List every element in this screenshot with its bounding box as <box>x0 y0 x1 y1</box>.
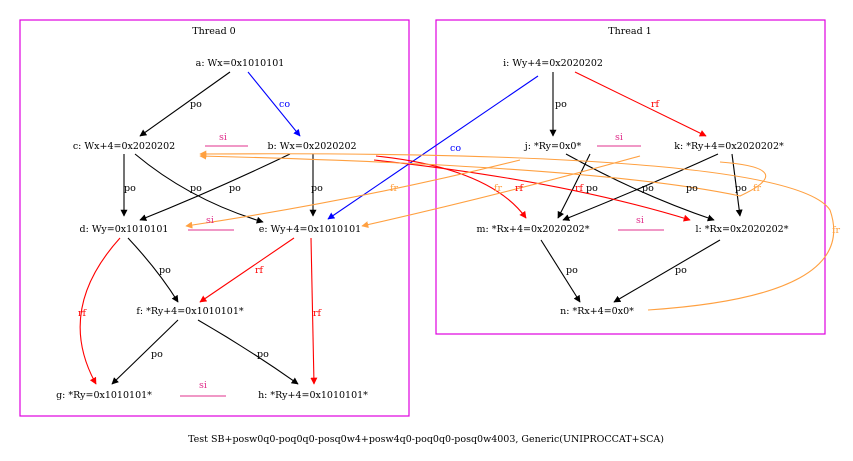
label-po-c-d: po <box>124 183 136 194</box>
thread-1-cluster: Thread 1 <box>435 19 826 335</box>
label-rf-c-l: rf <box>575 183 585 194</box>
edge-co-a-b <box>247 71 301 137</box>
edge-labels: po co si po po po po si po rf rf rf po p… <box>78 99 841 391</box>
edge-po-f-g <box>111 319 179 385</box>
label-po-j-m: po <box>586 183 598 194</box>
node-i: i: Wy+4=0x2020202 <box>503 58 603 69</box>
node-n: n: *Rx+4=0x0* <box>560 306 634 317</box>
label-si-g-h: si <box>199 380 207 391</box>
node-e: e: Wy+4=0x1010101 <box>259 224 361 235</box>
label-po-f-g: po <box>151 349 163 360</box>
edge-fr-l-c <box>199 152 767 197</box>
edge-po-j-l <box>565 153 715 222</box>
label-po-f-h: po <box>257 349 269 360</box>
label-rf-d-g: rf <box>78 308 88 319</box>
label-po-a-c: po <box>190 99 202 110</box>
node-d: d: Wy=0x1010101 <box>80 224 169 235</box>
thread-1-title: Thread 1 <box>608 26 651 37</box>
label-po-k-m: po <box>686 183 698 194</box>
label-rf-e-h: rf <box>313 308 323 319</box>
edge-po-m-n <box>540 239 581 303</box>
node-k: k: *Ry+4=0x2020202* <box>674 141 784 152</box>
fr-edges <box>185 150 835 311</box>
edge-fr-n-c <box>199 150 835 311</box>
edge-po-k-m <box>562 153 719 221</box>
edge-po-d-f <box>127 237 179 303</box>
label-rf-b-m: rf <box>515 183 525 194</box>
label-si-c-b: si <box>219 132 227 143</box>
thread-0-cluster: Thread 0 <box>19 19 410 417</box>
node-b: b: Wx=0x2020202 <box>267 141 356 152</box>
edge-rf-e-h <box>310 237 318 385</box>
edge-rf-i-k <box>574 71 707 137</box>
label-si-d-e: si <box>206 215 214 226</box>
label-rf-i-k: rf <box>651 99 661 110</box>
label-po-i-j: po <box>555 99 567 110</box>
label-fr-j-d: fr <box>390 183 399 194</box>
node-f: f: *Ry+4=0x1010101* <box>136 306 244 317</box>
label-si-m-l: si <box>636 215 644 226</box>
diagram-caption: Test SB+posw0q0-poq0q0-posq0w4+posw4q0-p… <box>188 434 664 445</box>
label-po-k-l: po <box>735 183 747 194</box>
si-markers <box>180 145 664 397</box>
label-po-m-n: po <box>566 265 578 276</box>
label-po-c-e: po <box>190 183 202 194</box>
thread-0-title: Thread 0 <box>192 26 235 37</box>
node-c: c: Wx+4=0x2020202 <box>73 141 175 152</box>
label-co-a-b: co <box>279 99 290 110</box>
edge-po-j-m <box>557 153 591 219</box>
label-fr-k-e: fr <box>494 183 503 194</box>
edge-po-f-h <box>197 319 299 385</box>
label-po-b-e: po <box>311 183 323 194</box>
edge-rf-d-g <box>79 237 121 385</box>
label-rf-e-f: rf <box>255 265 265 276</box>
edge-po-b-d <box>139 153 291 221</box>
nodes: a: Wx=0x1010101 c: Wx+4=0x2020202 b: Wx=… <box>56 58 789 401</box>
label-po-d-f: po <box>159 265 171 276</box>
node-g: g: *Ry=0x1010101* <box>56 390 152 401</box>
label-fr-n-c: fr <box>832 225 841 236</box>
label-po-l-n: po <box>675 265 687 276</box>
node-l: l: *Rx=0x2020202* <box>696 224 789 235</box>
edge-po-k-l <box>731 153 743 217</box>
edge-fr-j-d <box>185 159 521 229</box>
label-po-j-l: po <box>642 183 654 194</box>
node-a: a: Wx=0x1010101 <box>196 58 285 69</box>
po-edges <box>111 71 743 385</box>
label-po-b-d: po <box>229 183 241 194</box>
label-co-i-e: co <box>450 143 461 154</box>
label-si-j-k: si <box>615 132 623 143</box>
label-fr-l-c: fr <box>753 183 762 194</box>
edge-po-a-c <box>139 71 231 137</box>
edge-rf-b-m <box>375 155 527 219</box>
edge-po-l-n <box>613 239 721 303</box>
edge-fr-k-e <box>361 155 641 229</box>
rf-edges <box>79 71 707 385</box>
edge-rf-c-l <box>373 159 691 222</box>
node-h: h: *Ry+4=0x1010101* <box>258 390 368 401</box>
node-m: m: *Rx+4=0x2020202* <box>477 224 590 235</box>
edge-rf-e-f <box>199 237 295 303</box>
node-j: j: *Ry=0x0* <box>524 141 582 152</box>
